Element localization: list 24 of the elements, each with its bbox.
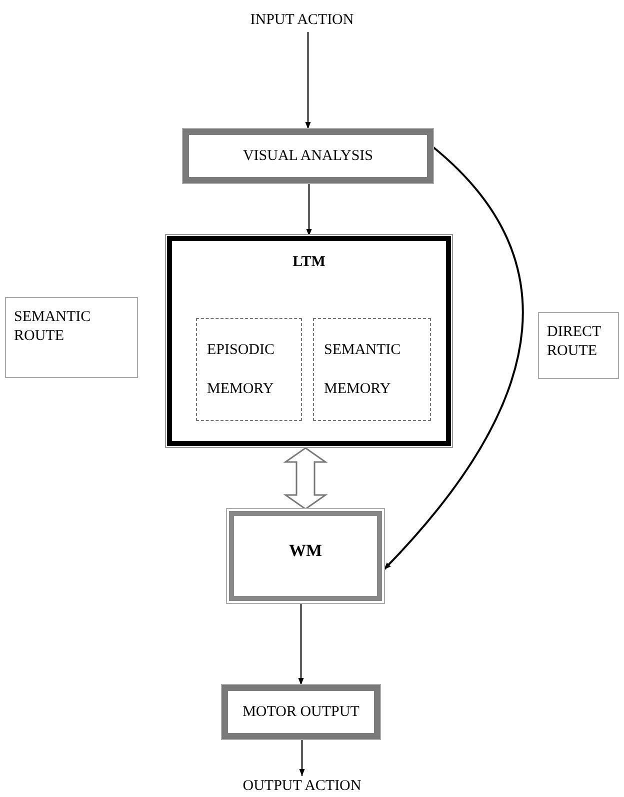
arrow: [299, 739, 305, 776]
arrow: [306, 183, 312, 236]
box-label: EPISODIC MEMORY: [207, 340, 276, 398]
box-label: VISUAL ANALYSIS: [242, 146, 374, 166]
box-label: MOTOR OUTPUT: [242, 702, 360, 722]
box-label: SEMANTIC MEMORY: [324, 340, 402, 398]
input-label: INPUT ACTION: [250, 10, 354, 30]
route-note-box: [538, 312, 619, 379]
route-note-box: [5, 297, 138, 378]
arrow: [298, 601, 304, 685]
box-label: DIRECT ROUTE: [547, 323, 602, 360]
process-box: [229, 511, 382, 601]
arrow: [383, 146, 524, 570]
double-block-arrow: [283, 447, 328, 510]
box-label: SEMANTIC ROUTE: [14, 308, 92, 346]
box-label: WM: [288, 540, 322, 562]
memory-sub-box: [313, 318, 431, 421]
process-box: [222, 685, 380, 739]
memory-box: [167, 236, 451, 446]
output-label: OUTPUT ACTION: [242, 777, 362, 796]
arrow: [305, 32, 311, 129]
memory-sub-box: [196, 318, 302, 421]
box-label: LTM: [292, 253, 326, 272]
process-box: [183, 129, 433, 183]
